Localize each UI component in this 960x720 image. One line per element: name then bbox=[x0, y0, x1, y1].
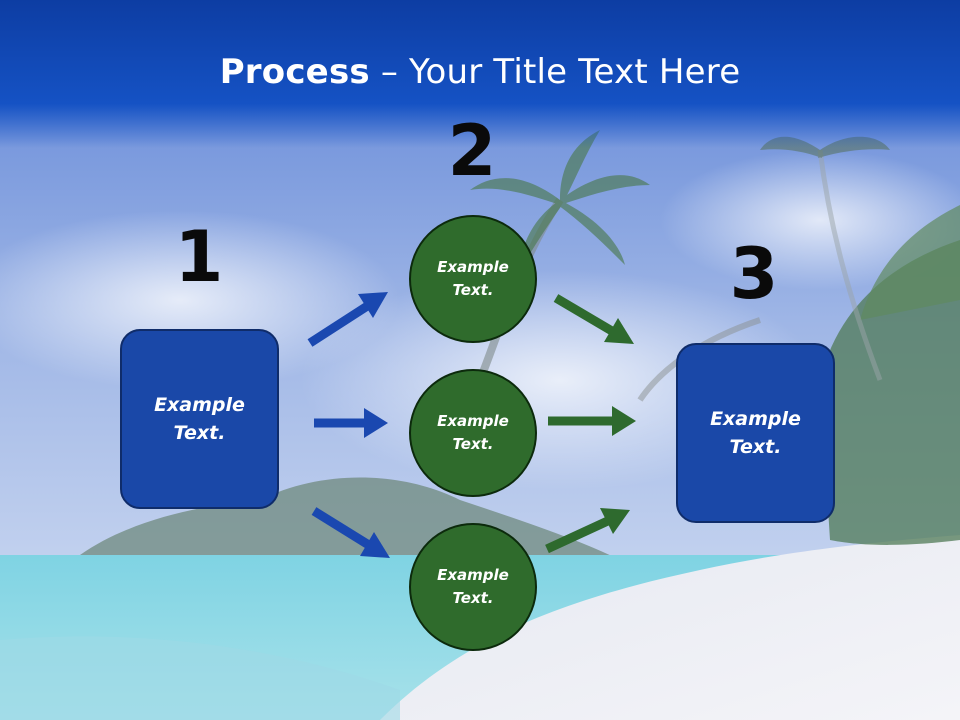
green-arrow-up bbox=[545, 508, 630, 554]
blue-arrow-down bbox=[311, 507, 390, 558]
left-step-box: Example Text. bbox=[120, 329, 279, 509]
blue-arrow-right bbox=[314, 408, 388, 438]
green-arrow-right bbox=[548, 406, 636, 436]
circle-bottom-label: Example Text. bbox=[437, 565, 509, 607]
right-step-box-label: Example Text. bbox=[710, 407, 801, 459]
step-number-1: 1 bbox=[174, 216, 224, 298]
circle-top: Example Text. bbox=[409, 215, 537, 343]
right-step-box: Example Text. bbox=[676, 343, 835, 523]
title-bold-part: Process bbox=[219, 52, 370, 92]
circle-middle-label: Example Text. bbox=[437, 411, 509, 453]
step-number-3: 3 bbox=[729, 233, 779, 315]
green-arrow-down bbox=[553, 294, 634, 344]
title-bar bbox=[0, 0, 960, 148]
step-number-2: 2 bbox=[447, 110, 497, 192]
left-step-box-label: Example Text. bbox=[154, 393, 245, 445]
circle-top-label: Example Text. bbox=[437, 257, 509, 299]
title-rest-part: – Your Title Text Here bbox=[369, 52, 741, 92]
circle-bottom: Example Text. bbox=[409, 523, 537, 651]
circle-middle: Example Text. bbox=[409, 369, 537, 497]
slide-title: Process – Your Title Text Here bbox=[0, 52, 960, 92]
blue-arrow-up bbox=[307, 292, 388, 347]
